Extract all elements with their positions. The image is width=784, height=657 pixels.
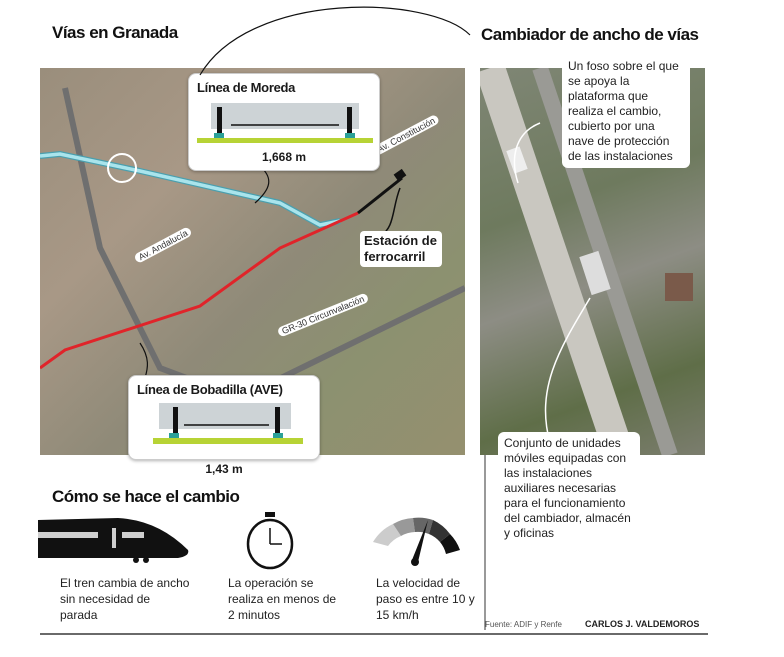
changer-location-circle bbox=[107, 153, 137, 183]
how-title: Cómo se hace el cambio bbox=[52, 487, 240, 506]
feature-text: El tren cambia de ancho sin necesidad de… bbox=[60, 576, 190, 622]
photo-title: Cambiador de ancho de vías bbox=[481, 25, 699, 44]
speedometer-icon bbox=[373, 517, 460, 566]
callout-units: Conjunto de unidades móviles equipadas c… bbox=[498, 432, 640, 545]
station-marker bbox=[393, 168, 407, 182]
bobadilla-card: Línea de Bobadilla (AVE) bbox=[128, 375, 320, 460]
ring-road bbox=[62, 87, 465, 402]
stopwatch-icon bbox=[246, 512, 294, 570]
moreda-gauge: 1,668 m bbox=[261, 150, 307, 164]
feature-text: La velocidad de paso es entre 10 y 15 km… bbox=[376, 576, 475, 622]
moreda-line bbox=[40, 152, 341, 227]
moreda-card: Línea de Moreda 1,668 m bbox=[188, 73, 380, 171]
feature-text: La operación se realiza en menos de 2 mi… bbox=[228, 576, 337, 622]
bobadilla-title: Línea de Bobadilla (AVE) bbox=[137, 382, 283, 397]
bobadilla-gauge: 1,43 m bbox=[205, 462, 243, 476]
map-title: Vías en Granada bbox=[52, 23, 178, 42]
gauge-diagram-icon bbox=[197, 103, 373, 143]
gauge-diagram-icon bbox=[153, 403, 303, 444]
author-credit: CARLOS J. VALDEMOROS bbox=[585, 619, 700, 629]
station-pointer bbox=[357, 176, 403, 215]
moreda-title: Línea de Moreda bbox=[197, 80, 296, 95]
map-lines bbox=[40, 87, 465, 402]
bobadilla-line bbox=[40, 211, 359, 370]
callout-pit: Un foso sobre el que se apoya la platafo… bbox=[562, 55, 690, 168]
station-label: Estación de ferrocarril bbox=[360, 231, 442, 267]
source: Fuente: ADIF y Renfe bbox=[485, 620, 562, 629]
train-icon bbox=[38, 518, 189, 563]
